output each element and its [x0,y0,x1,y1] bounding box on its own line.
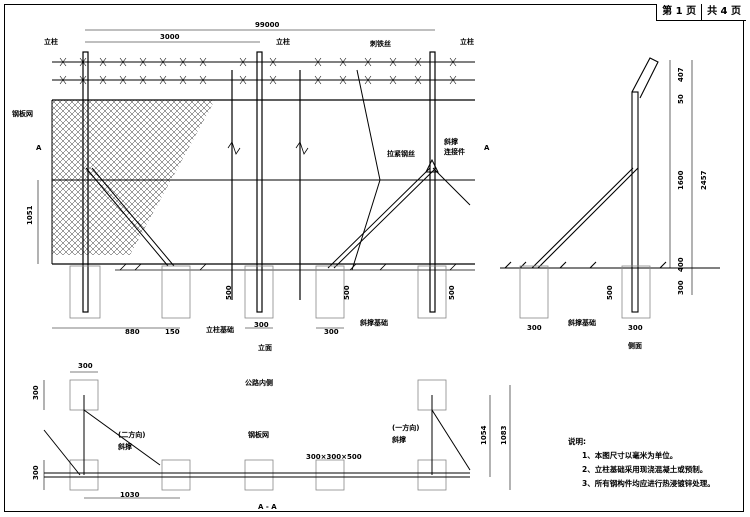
dimension-lines [37,29,435,329]
section-mark-left: A [36,144,42,152]
notes-block: 说明: 1、本图尺寸以毫米为单位。 2、立柱基础采用现浇混凝土或预制。 3、所有… [568,435,738,491]
foundations [69,265,447,319]
label-plan-brace-left: 斜撑 [117,442,132,451]
side-dim-w2: 300 [628,324,643,332]
label-road-inside: 公路内侧 [245,378,273,387]
section-mark-right: A [484,144,490,152]
plan-dim-left1: 300 [32,385,40,400]
rail-lines [51,61,475,265]
label-direction-right: (一方向) [392,423,419,432]
side-dim-mid: 1600 [677,170,685,190]
dim-post-found: 300 [254,321,269,329]
drawing-frame [4,4,744,512]
dim-depth-2: 500 [343,285,351,300]
plan-view: 300 300 300 1030 1054 1083 公路内侧 (二方向) 斜撑… [32,362,511,511]
dim-total: 99000 [255,21,279,29]
label-connector: 连接件 [444,147,465,156]
label-post-1: 立柱 [44,37,58,46]
side-dim-gap: 50 [677,94,685,104]
page-number: 第 1 页 [662,6,697,17]
ground-line [115,263,475,271]
label-footing: 300×300×500 [306,453,362,461]
label-mesh: 钢板网 [12,109,33,118]
label-plan-mesh: 钢板网 [248,430,269,439]
label-tie-wire: 拉紧钢丝 [387,149,415,158]
braces [85,69,471,271]
side-view: 407 50 1600 2457 400 300 500 300 300 斜撑基… [500,57,720,350]
side-dim-total: 2457 [700,170,708,190]
plan-dim-right1: 1054 [480,425,488,445]
note-item-1: 1、本图尺寸以毫米为单位。 [582,451,678,460]
label-post-foundation: 立柱基础 [206,325,234,334]
side-dim-base: 400 [677,257,685,272]
plan-dim-bottom: 1030 [120,491,140,499]
dim-depth-3: 500 [448,285,456,300]
note-item-3: 3、所有钢构件均应进行热浸镀锌处理。 [582,479,715,488]
label-brace: 斜撑 [443,137,458,146]
mesh-panel [52,100,215,255]
label-barbed-wire: 刺铁丝 [369,39,391,48]
label-plan-brace-right: 斜撑 [391,435,406,444]
elevation-view: 99000 3000 立柱 立柱 立柱 刺铁丝 钢板网 A A 拉紧钢丝 斜撑 … [12,21,490,352]
side-title: 侧面 [628,341,642,350]
dim-brace-found: 300 [324,328,339,336]
elevation-title: 立面 [258,343,272,352]
label-post-2: 立柱 [276,37,290,46]
side-dim-found: 300 [677,280,685,295]
plan-dim-top: 300 [78,362,93,370]
side-dim-w1: 300 [527,324,542,332]
note-item-2: 2、立柱基础采用现浇混凝土或预制。 [582,465,708,474]
side-dim-depth: 500 [606,285,614,300]
dim-post-spacing: 3000 [160,33,180,41]
dim-depth-1: 500 [225,285,233,300]
plan-dim-left2: 300 [32,465,40,480]
dim-small-span: 150 [165,328,180,336]
side-dim-top: 407 [677,67,685,82]
label-brace-foundation: 斜撑基础 [359,318,388,327]
page-indicator: 第 1 页 共 4 页 [656,4,746,21]
dim-bottom-span: 880 [125,328,140,336]
notes-heading: 说明: [568,437,586,446]
label-direction-left: (二方向) [118,430,145,439]
plan-title: A - A [258,503,277,511]
side-label-brace-foundation: 斜撑基础 [567,318,596,327]
page-total: 共 4 页 [701,4,746,20]
posts [82,51,436,313]
dim-mesh-height: 1051 [26,205,34,225]
label-post-3: 立柱 [460,37,474,46]
plan-dim-right2: 1083 [500,425,508,445]
break-marks [227,141,309,155]
